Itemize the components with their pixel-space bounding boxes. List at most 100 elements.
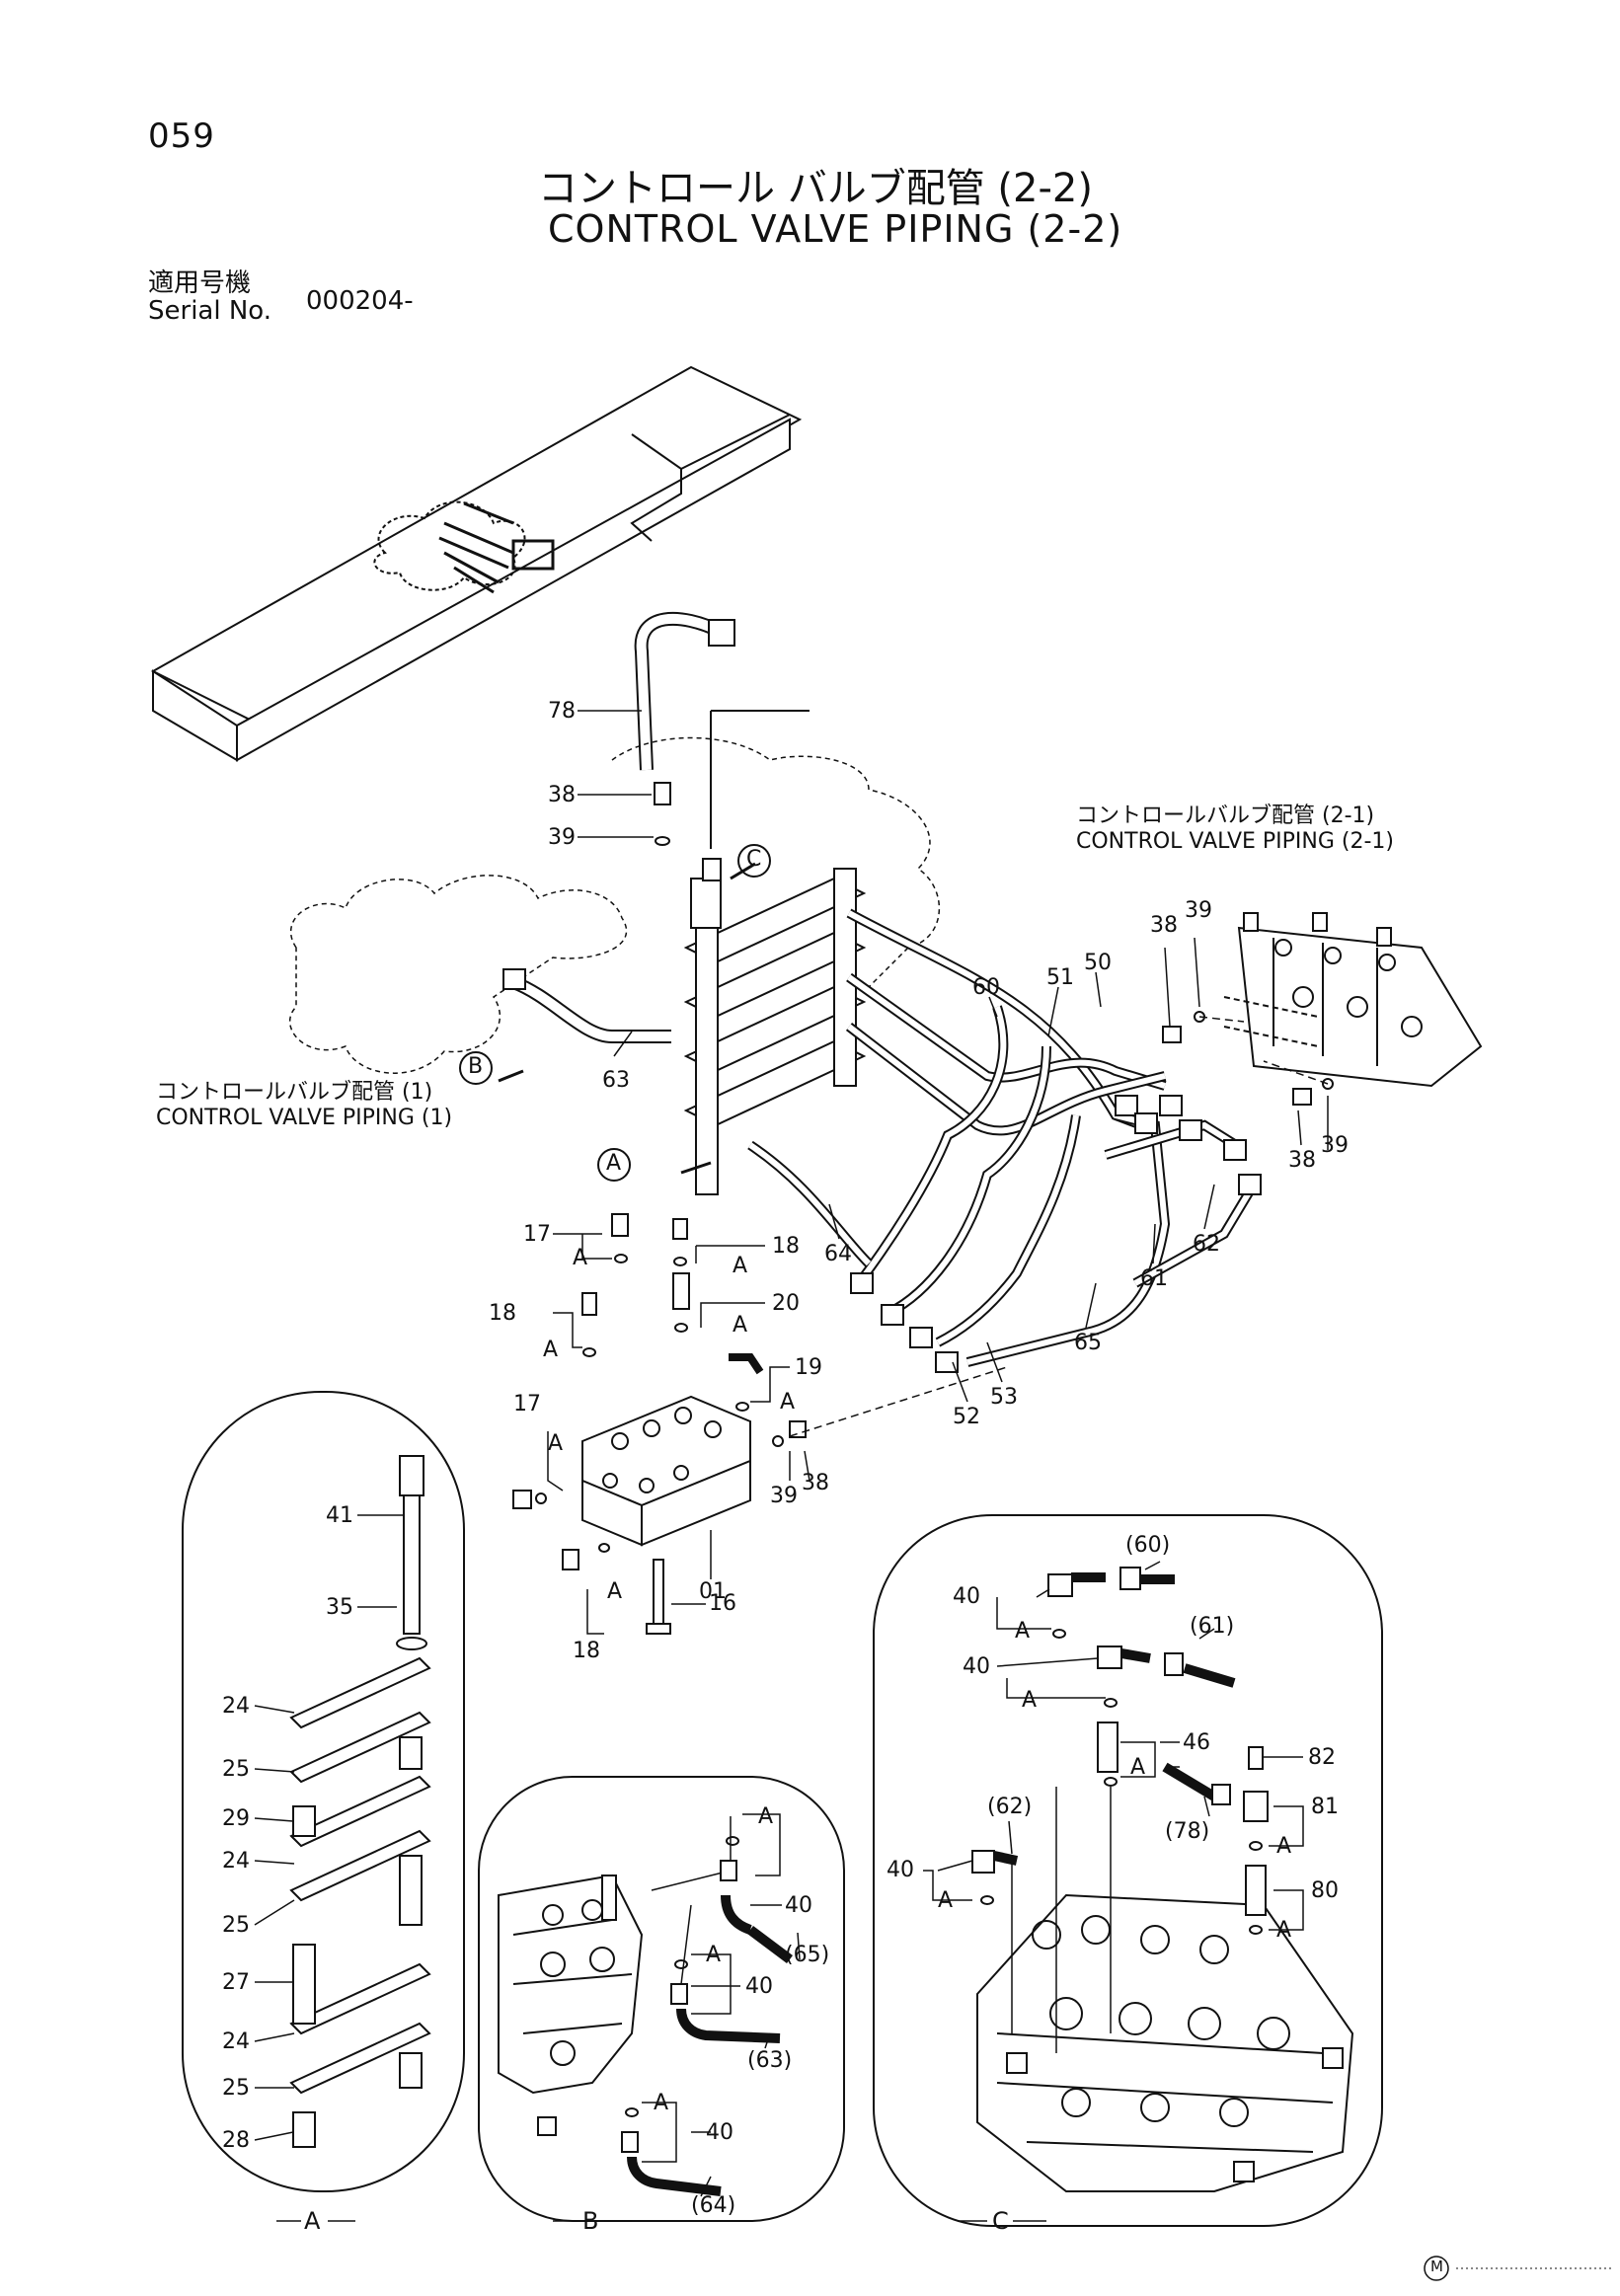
view-a-title: A: [304, 2207, 321, 2235]
part-A-marker-1: A: [573, 1246, 588, 1270]
part-label-38: 38: [548, 783, 576, 807]
view-c-label-82: 82: [1308, 1745, 1336, 1770]
part-label-63: 63: [602, 1068, 630, 1093]
machine-frame-overview: [150, 365, 803, 762]
view-c-panel: [873, 1514, 1383, 2227]
part-A-marker-2: A: [733, 1254, 748, 1278]
view-b-A-marker-3: A: [654, 2091, 669, 2115]
view-a-label-29: 29: [222, 1806, 250, 1831]
view-c-label-46: 46: [1183, 1730, 1210, 1755]
view-b-label-63: (63): [747, 2048, 793, 2073]
callout-b[interactable]: B: [468, 1054, 484, 1079]
part-A-marker-7: A: [607, 1579, 623, 1604]
part-label-39-right: 39: [1185, 898, 1212, 923]
view-a-label-41: 41: [326, 1503, 353, 1528]
view-b-valve: [498, 1874, 644, 2136]
view-a-label-25: 25: [222, 1757, 250, 1782]
view-a-leader-lines: [254, 1514, 403, 2222]
part-label-17: 17: [523, 1222, 551, 1247]
callout-circle-a: [597, 1148, 631, 1182]
view-c-label-40-third: 40: [887, 1858, 914, 1882]
view-b-label-40: 40: [785, 1893, 812, 1918]
view-c-A-marker-3: A: [1130, 1755, 1146, 1780]
view-a-label-24: 24: [222, 1694, 250, 1719]
part-label-01: 01: [699, 1579, 727, 1604]
view-c-A-marker-2: A: [1022, 1688, 1038, 1713]
view-a-label-28: 28: [222, 2128, 250, 2153]
view-c-label-40-second: 40: [963, 1654, 990, 1679]
part-A-marker-4: A: [543, 1338, 559, 1362]
block-01: [581, 1395, 751, 1547]
main-leader-lines: [498, 710, 1329, 1635]
footer-mark-circle: [1424, 2256, 1449, 2281]
frame-valve-cluster: [438, 501, 555, 594]
view-b-title: B: [582, 2207, 599, 2235]
part-label-51: 51: [1046, 965, 1074, 990]
part-label-18-left: 18: [489, 1301, 516, 1326]
view-a-label-24-third: 24: [222, 2029, 250, 2054]
valve-block-stack: [683, 858, 867, 1195]
serial-label-japanese: 適用号機: [148, 268, 252, 298]
view-a-label-27: 27: [222, 1970, 250, 1995]
view-c-A-marker-4: A: [1276, 1834, 1292, 1859]
view-b-panel: [478, 1776, 845, 2222]
view-a-label-25-second: 25: [222, 1913, 250, 1938]
part-label-38-lower-right: 38: [1288, 1148, 1316, 1173]
spacer-plates: [289, 1656, 431, 2095]
spacer-collars: [292, 1736, 423, 2148]
part-label-78: 78: [548, 699, 576, 724]
view-c-label-81: 81: [1311, 1795, 1339, 1819]
control-valve-block-right: [1223, 912, 1483, 1088]
ref-piping-1-en: CONTROL VALVE PIPING (1): [156, 1106, 453, 1130]
part-label-52: 52: [953, 1405, 980, 1429]
view-a-label-25-third: 25: [222, 2076, 250, 2101]
part-label-39: 39: [548, 825, 576, 850]
page-title-japanese: コントロール バルブ配管 (2-2): [538, 166, 1093, 211]
part-label-18: 18: [772, 1234, 800, 1259]
callout-c[interactable]: C: [746, 847, 762, 872]
view-c-A-marker-6: A: [1276, 1918, 1292, 1943]
footer-mark: M: [1430, 2258, 1443, 2275]
view-c-A-marker-1: A: [1015, 1619, 1031, 1644]
view-b-label-64: (64): [691, 2193, 736, 2218]
pipe-bundle: [747, 908, 1262, 1373]
part-label-39-block: 39: [770, 1484, 798, 1508]
view-c-title: C: [992, 2207, 1009, 2235]
part-label-53: 53: [990, 1385, 1018, 1410]
view-c-valve: [976, 1893, 1354, 2192]
callout-a[interactable]: A: [606, 1151, 622, 1176]
page-number: 059: [148, 116, 215, 156]
callout-circle-b: [459, 1051, 493, 1085]
view-b-leader-lines: [553, 1813, 801, 2222]
view-b-A-marker-1: A: [758, 1804, 774, 1829]
part-label-16: 16: [709, 1591, 736, 1616]
page-title-english: CONTROL VALVE PIPING (2-2): [548, 207, 1123, 251]
part-label-61: 61: [1140, 1266, 1168, 1291]
view-a-label-35: 35: [326, 1595, 353, 1620]
part-label-17-left: 17: [513, 1392, 541, 1416]
view-a-panel: [182, 1391, 465, 2222]
view-c-label-61: (61): [1190, 1614, 1235, 1639]
serial-label-english: Serial No.: [148, 296, 271, 326]
part-A-marker-5: A: [780, 1390, 796, 1415]
view-b-label-65: (65): [785, 1943, 830, 1967]
view-b-label-40-third: 40: [706, 2120, 733, 2145]
view-c-label-78: (78): [1165, 1819, 1210, 1844]
part-A-marker-6: A: [548, 1431, 564, 1456]
ref-piping-2-1-jp: コントロールバルブ配管 (2-1): [1076, 804, 1375, 828]
callout-circle-c: [737, 844, 771, 878]
view-b-A-marker-2: A: [706, 1943, 722, 1967]
view-a-label-24-second: 24: [222, 1849, 250, 1874]
part-label-65: 65: [1074, 1331, 1102, 1355]
view-c-label-80: 80: [1311, 1878, 1339, 1903]
part-label-38-block: 38: [802, 1471, 829, 1495]
view-c-leader-lines: [923, 1561, 1304, 2222]
part-label-64: 64: [824, 1242, 852, 1266]
part-label-38-right: 38: [1150, 913, 1178, 938]
view-b-label-40-second: 40: [745, 1974, 773, 1999]
serial-number-value: 000204-: [306, 286, 414, 316]
part-label-18-bottom: 18: [573, 1639, 600, 1663]
part-label-20: 20: [772, 1291, 800, 1316]
ref-piping-1-jp: コントロールバルブ配管 (1): [156, 1080, 433, 1105]
